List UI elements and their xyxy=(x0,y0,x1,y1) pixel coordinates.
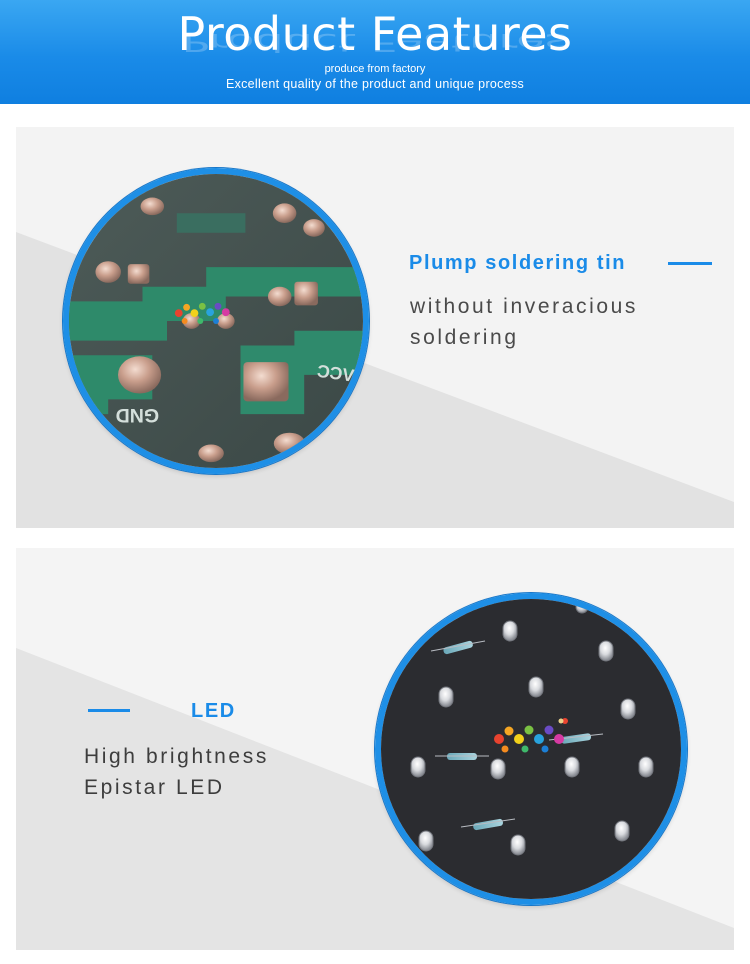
pcb-closeup-illustration: GND VCC xyxy=(69,174,363,468)
feature-description-line: High brightness xyxy=(84,745,269,768)
feature-description-line: Epistar LED xyxy=(84,776,225,799)
feature-title-underline xyxy=(668,262,712,265)
led-closeup-illustration xyxy=(381,599,681,899)
watermark-logo xyxy=(494,718,568,753)
led-board-image xyxy=(375,593,687,905)
watermark-logo xyxy=(174,302,230,324)
banner-subtitle-small: produce from factory xyxy=(324,63,426,75)
banner-subtitle: Excellent quality of the product and uni… xyxy=(225,77,525,91)
feature-title-soldering: Plump soldering tin xyxy=(409,252,627,274)
pcb-solder-image: GND VCC xyxy=(63,168,369,474)
header-banner: Product Features Product Features produc… xyxy=(0,0,750,104)
feature-description-line: soldering xyxy=(410,326,519,349)
feature-title-led: LED xyxy=(191,700,236,722)
feature-title-underline xyxy=(88,709,130,712)
feature-description-led: High brightness Epistar LED xyxy=(84,741,384,803)
banner-title: Product Features xyxy=(177,7,573,61)
feature-panel-led: LED High brightness Epistar LED xyxy=(16,548,734,950)
pcb-label-gnd: GND xyxy=(116,404,160,426)
feature-description-line: without inveracious xyxy=(410,295,638,318)
feature-panel-soldering: GND VCC Plump soldering tin without inv xyxy=(16,127,734,528)
feature-description-soldering: without inveracious soldering xyxy=(410,291,730,353)
